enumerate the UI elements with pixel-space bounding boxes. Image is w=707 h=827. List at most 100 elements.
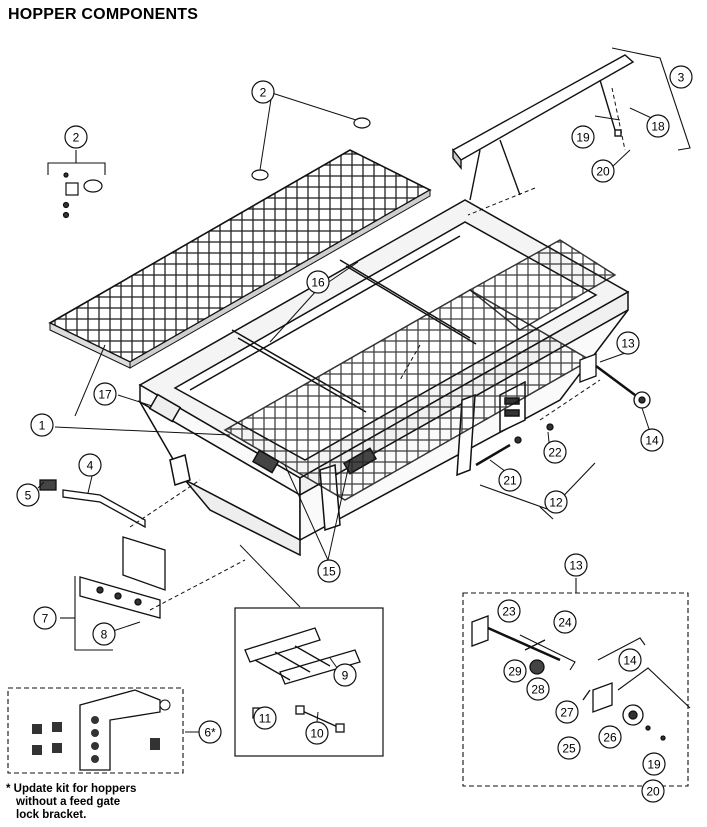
callout-circle (333, 663, 357, 687)
update-kit-inset (7, 687, 184, 774)
callout-circle (498, 468, 522, 492)
callouts: 1223456*78910111213131414151617181919202… (16, 65, 693, 803)
callout-c15: 15 (317, 559, 341, 583)
feed-gate-parts (39, 479, 166, 619)
callout-c23: 23 (497, 599, 521, 623)
callout-label: 7 (42, 612, 49, 626)
callout-c24: 24 (553, 610, 577, 634)
callout-label: 16 (311, 276, 325, 290)
callout-circle (317, 559, 341, 583)
callout-circle (557, 736, 581, 760)
callout-circle (544, 490, 568, 514)
callout-label: 12 (549, 496, 563, 510)
callout-c26: 26 (598, 725, 622, 749)
callout-label: 18 (651, 120, 665, 134)
callout-circle (640, 428, 664, 452)
callout-c13b: 13 (564, 553, 588, 577)
callout-circle (526, 677, 550, 701)
callout-c13a: 13 (616, 331, 640, 355)
callout-label: 14 (623, 654, 637, 668)
callout-circle (503, 659, 527, 683)
callout-c10: 10 (305, 721, 329, 745)
callout-c12: 12 (544, 490, 568, 514)
callout-c7: 7 (33, 606, 57, 630)
shaft-bearing (579, 353, 651, 409)
callout-circle (555, 700, 579, 724)
callout-label: 15 (322, 565, 336, 579)
callout-circle (669, 65, 693, 89)
callout-c22: 22 (543, 440, 567, 464)
callout-c5: 5 (16, 483, 40, 507)
callout-c6: 6* (198, 720, 222, 744)
callout-c2b: 2 (64, 125, 88, 149)
callout-label: 22 (548, 446, 562, 460)
callout-c19a: 19 (571, 125, 595, 149)
callout-label: 20 (596, 165, 610, 179)
callout-label: 13 (569, 559, 583, 573)
grate-top-left (48, 149, 432, 369)
callout-c3: 3 (669, 65, 693, 89)
callout-label: 21 (503, 474, 517, 488)
callout-c17: 17 (93, 382, 117, 406)
callout-c8: 8 (92, 622, 116, 646)
callout-circle (251, 80, 275, 104)
callout-label: 25 (562, 742, 576, 756)
callout-label: 5 (25, 489, 32, 503)
footnote: * Update kit for hoppers without a feed … (6, 783, 136, 822)
callout-label: 24 (558, 616, 572, 630)
callout-circle (591, 159, 615, 183)
callout-label: 3 (678, 71, 685, 85)
callout-label: 29 (508, 665, 522, 679)
callout-label: 8 (101, 628, 108, 642)
callout-label: 19 (576, 131, 590, 145)
callout-circle (92, 622, 116, 646)
callout-label: 17 (98, 388, 112, 402)
chain-inset (234, 607, 384, 757)
callout-label: 6* (204, 726, 216, 740)
callout-circle (646, 114, 670, 138)
callout-label: 27 (560, 706, 574, 720)
callout-label: 13 (621, 337, 635, 351)
callout-c20b: 20 (641, 779, 665, 803)
callout-circle (571, 125, 595, 149)
callout-label: 4 (87, 459, 94, 473)
callout-circle (306, 270, 330, 294)
callout-circle (497, 599, 521, 623)
footnote-line-3: lock bracket. (16, 809, 87, 821)
callout-label: 10 (310, 727, 324, 741)
callout-circle (616, 331, 640, 355)
callout-circle (253, 706, 277, 730)
callout-c16: 16 (306, 270, 330, 294)
callout-c28: 28 (526, 677, 550, 701)
callout-circle (543, 440, 567, 464)
callout-c18: 18 (646, 114, 670, 138)
callout-circle (33, 606, 57, 630)
callout-c1: 1 (30, 413, 54, 437)
callout-circle (553, 610, 577, 634)
callout-c19b: 19 (642, 752, 666, 776)
callout-circle (16, 483, 40, 507)
knob-parts (62, 117, 371, 219)
callout-c11: 11 (253, 706, 277, 730)
dashed-leaders (129, 87, 626, 611)
callout-circle (564, 553, 588, 577)
auger-bearing-inset (462, 592, 689, 787)
callout-c2a: 2 (251, 80, 275, 104)
callout-c29: 29 (503, 659, 527, 683)
callout-label: 14 (645, 434, 659, 448)
callout-label: 1 (39, 419, 46, 433)
callout-c25: 25 (557, 736, 581, 760)
callout-label: 28 (531, 683, 545, 697)
bolt-parts (475, 423, 554, 467)
callout-circle (598, 725, 622, 749)
callout-label: 19 (647, 758, 661, 772)
callout-circle (78, 453, 102, 477)
callout-label: 2 (73, 131, 80, 145)
callout-label: 11 (259, 712, 272, 726)
callout-circle (93, 382, 117, 406)
callout-c9: 9 (333, 663, 357, 687)
callout-circle (30, 413, 54, 437)
callout-c21: 21 (498, 468, 522, 492)
callout-circle (198, 720, 222, 744)
